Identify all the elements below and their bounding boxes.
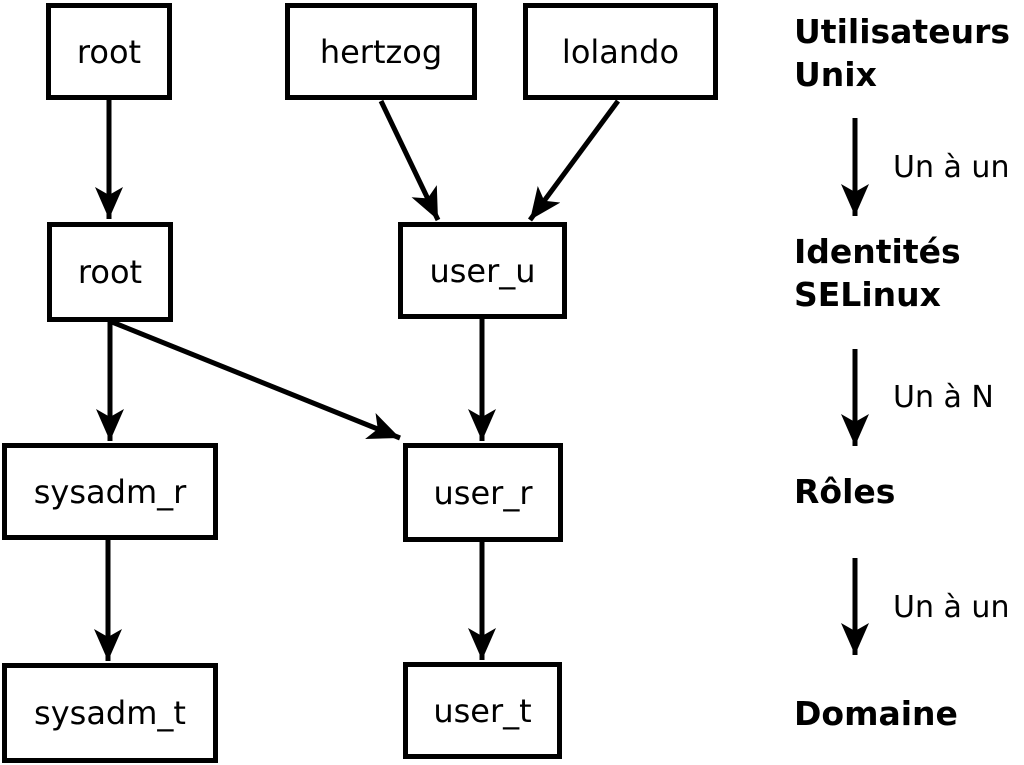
legend-utilisateurs-unix: Utilisateurs Unix [794,12,1010,94]
node-selinux-root-label: root [77,253,143,291]
arrow-hertzog-to-user_u [378,99,441,222]
node-role-sysadm_r-label: sysadm_r [33,472,187,511]
node-role-sysadm_r: sysadm_r [2,443,218,540]
node-role-user_r-label: user_r [433,473,533,512]
node-domain-user_t: user_t [403,662,562,759]
node-role-user_r: user_r [403,443,563,542]
node-unix-lolando-label: lolando [561,32,680,71]
node-selinux-root: root [47,222,173,322]
node-unix-root: root [46,3,172,100]
node-unix-root-label: root [76,32,142,71]
arrow-root-to-user_r [111,319,401,441]
node-domain-sysadm_t: sysadm_t [2,663,218,763]
node-unix-lolando: lolando [523,3,718,100]
node-selinux-user_u-label: user_u [429,251,536,290]
node-selinux-user_u: user_u [398,222,567,319]
legend-un-a-n: Un à N [893,380,994,415]
node-domain-sysadm_t-label: sysadm_t [34,694,186,732]
legend-domaine: Domaine [794,694,958,733]
legend-un-a-un-2: Un à un [893,590,1010,625]
legend-un-a-un-1: Un à un [893,150,1010,185]
node-domain-user_t-label: user_t [433,691,532,730]
legend-roles: Rôles [794,472,896,511]
node-unix-hertzog-label: hertzog [319,32,443,71]
legend-identites-selinux: Identités SELinux [794,232,961,314]
node-unix-hertzog: hertzog [285,3,477,100]
arrow-lolando-to-user_u [527,99,621,222]
